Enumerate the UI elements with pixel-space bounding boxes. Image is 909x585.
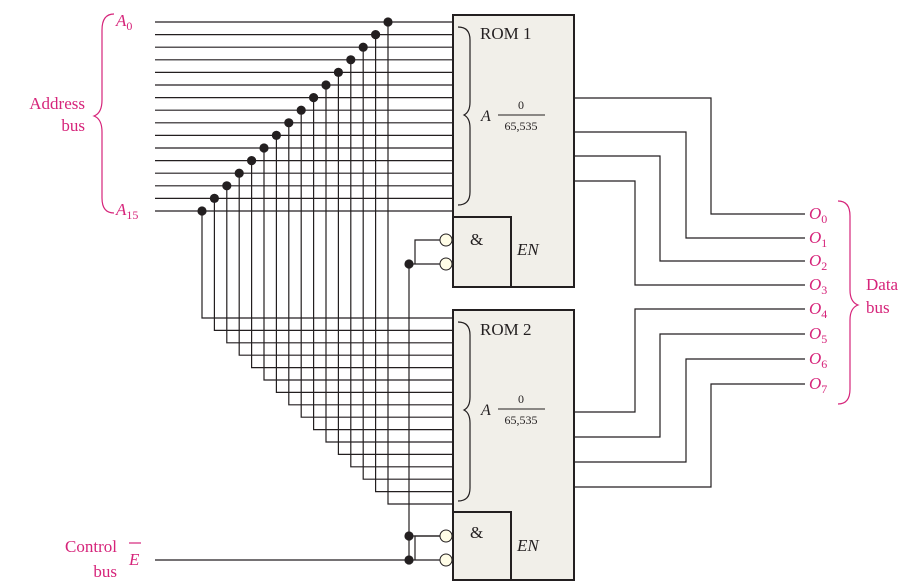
rom2-address-letter: A bbox=[480, 402, 491, 419]
address-line-a10-rom2-branch bbox=[263, 148, 453, 381]
rom2-block: ROM 2 A 0 65,535 & EN bbox=[452, 309, 575, 581]
rom1-enable-bubble-top bbox=[439, 233, 453, 247]
rom2-data-line-o4 bbox=[574, 308, 805, 413]
address-line-a13-rom2-branch bbox=[226, 185, 453, 344]
address-bus-label-line2: bus bbox=[61, 116, 85, 135]
control-bus-label: Control bus E bbox=[65, 537, 141, 581]
address-junction-dot-a10 bbox=[259, 143, 269, 153]
address-junction-dot-a7 bbox=[296, 105, 306, 115]
rom2-title: ROM 2 bbox=[480, 320, 531, 339]
address-line-a6-rom2-branch bbox=[313, 97, 453, 431]
control-branch-rom1 bbox=[408, 263, 440, 560]
control-junction-dot-3 bbox=[404, 259, 414, 269]
data-bus-label-line2: bus bbox=[866, 298, 890, 317]
address-junction-dot-a3 bbox=[346, 55, 356, 65]
data-output-label-o5: O5 bbox=[809, 324, 827, 346]
address-a0-label: A0 bbox=[115, 11, 132, 33]
rom1-address-brace bbox=[457, 26, 471, 206]
rom2-enable-bubble-bottom bbox=[439, 553, 453, 567]
address-junction-dot-a11 bbox=[247, 156, 257, 166]
address-junction-dot-a5 bbox=[321, 80, 331, 90]
rom1-enable-bubble-bottom bbox=[439, 257, 453, 271]
rom2-range-bottom: 65,535 bbox=[505, 413, 538, 427]
address-junction-dot-a6 bbox=[309, 93, 319, 103]
address-line-a7-rom2-branch bbox=[300, 110, 453, 418]
address-a15-label: A15 bbox=[115, 200, 138, 222]
address-junction-dot-a12 bbox=[234, 168, 244, 178]
address-junction-dot-a2 bbox=[358, 42, 368, 52]
rom2-enable-label: EN bbox=[516, 536, 540, 555]
address-junction-dot-a9 bbox=[271, 130, 281, 140]
address-bus-label: Address bus A0 A15 bbox=[29, 11, 138, 222]
rom1-data-line-o2 bbox=[574, 155, 805, 262]
rom2-range-top: 0 bbox=[518, 392, 524, 406]
address-junction-dot-a1 bbox=[371, 29, 381, 40]
address-line-a15-rom2-branch bbox=[201, 211, 453, 319]
rom1-title: ROM 1 bbox=[480, 24, 531, 43]
rom2-gate-symbol: & bbox=[470, 523, 483, 542]
address-line-a1-rom2-branch bbox=[375, 34, 453, 493]
rom1-enable-a-input bbox=[414, 239, 440, 264]
rom1-range-top: 0 bbox=[518, 98, 524, 112]
address-line-a11-rom2-branch bbox=[251, 160, 453, 369]
rom2-enable-bubble-top bbox=[439, 529, 453, 543]
address-junction-dot-a14 bbox=[209, 193, 219, 203]
enable-inversion-bubbles bbox=[439, 233, 453, 567]
control-junction-dot-1 bbox=[404, 555, 414, 565]
wiring bbox=[155, 21, 805, 561]
data-bus-label-line1: Data bbox=[866, 275, 899, 294]
address-line-a5-rom2-branch bbox=[325, 85, 453, 443]
rom1-gate-symbol: & bbox=[470, 230, 483, 249]
address-line-a2-rom2-branch bbox=[362, 47, 453, 480]
data-output-label-o4: O4 bbox=[809, 299, 827, 321]
address-line-a12-rom2-branch bbox=[238, 173, 453, 356]
rom2-data-line-o6 bbox=[574, 358, 805, 463]
data-output-label-o0: O0 bbox=[809, 204, 827, 226]
rom1-and-gate-box bbox=[452, 216, 512, 288]
rom2-data-line-o5 bbox=[574, 333, 805, 438]
data-output-label-o2: O2 bbox=[809, 251, 827, 273]
rom1-address-letter: A bbox=[480, 108, 491, 125]
control-signal-e-bar: E bbox=[128, 550, 140, 569]
address-line-a3-rom2-branch bbox=[350, 59, 453, 468]
address-bus-brace bbox=[92, 13, 115, 214]
address-line-a4-rom2-branch bbox=[337, 72, 453, 455]
data-output-label-o7: O7 bbox=[809, 374, 827, 396]
address-junction-dot-a13 bbox=[222, 181, 232, 191]
rom2-and-gate-box bbox=[452, 511, 512, 581]
address-junction-dot-a4 bbox=[333, 67, 343, 77]
control-bus-label-line2: bus bbox=[93, 562, 117, 581]
rom2-address-brace bbox=[457, 321, 471, 502]
data-output-label-o1: O1 bbox=[809, 228, 827, 250]
address-junction-dot-a0 bbox=[383, 17, 393, 27]
address-junction-dot-a15 bbox=[197, 206, 207, 216]
address-line-a14-rom2-branch bbox=[213, 198, 453, 331]
rom1-range-bottom: 65,535 bbox=[505, 119, 538, 133]
address-line-a9-rom2-branch bbox=[275, 135, 453, 393]
rom1-data-line-o1 bbox=[574, 131, 805, 239]
address-line-a8-rom2-branch bbox=[288, 122, 453, 406]
control-bus-label-line1: Control bbox=[65, 537, 117, 556]
address-junction-dot-a8 bbox=[284, 118, 294, 128]
data-output-label-o6: O6 bbox=[809, 349, 827, 371]
rom1-data-line-o0 bbox=[574, 97, 805, 215]
control-junction-dot-2 bbox=[404, 531, 414, 541]
address-line-a0-rom2-branch bbox=[387, 22, 453, 505]
data-output-label-o3: O3 bbox=[809, 275, 827, 297]
junction-dots bbox=[197, 17, 414, 565]
rom1-enable-label: EN bbox=[516, 240, 540, 259]
rom2-data-line-o7 bbox=[574, 383, 805, 488]
address-bus-label-line1: Address bbox=[29, 94, 85, 113]
rom2-enable-a-input bbox=[414, 535, 440, 560]
rom1-block: ROM 1 A 0 65,535 & EN bbox=[452, 14, 575, 288]
rom1-data-line-o3 bbox=[574, 180, 805, 286]
data-bus-brace bbox=[837, 200, 860, 405]
